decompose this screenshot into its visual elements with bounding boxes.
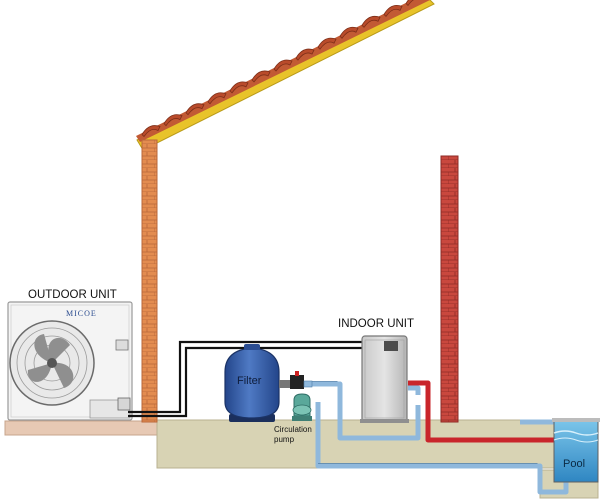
roof-tile — [383, 4, 403, 18]
indoor-display — [384, 341, 398, 351]
filter-label: Filter — [237, 375, 262, 387]
roof-tile — [361, 15, 381, 28]
roof-tile — [163, 114, 183, 127]
outdoor-unit-label: OUTDOOR UNIT — [28, 289, 117, 301]
roof-tile — [141, 125, 161, 138]
roof-tile — [295, 48, 315, 61]
hot-water-pipe — [408, 380, 560, 443]
roof-tile — [207, 92, 227, 105]
service-valve — [117, 397, 131, 411]
roof-tile — [229, 81, 249, 94]
indoor-unit — [360, 335, 409, 423]
circulation-pump-label-line2: pump — [274, 435, 295, 444]
pool: Pool — [552, 418, 600, 483]
pool-label: Pool — [563, 458, 585, 470]
outer-brick-wall — [141, 139, 158, 423]
chimney — [440, 155, 459, 423]
roof-tile — [273, 59, 293, 72]
brand-logo: MICOE — [66, 309, 97, 318]
roof-tile — [185, 103, 205, 116]
roof — [136, 0, 435, 151]
sand-filter: Filter — [224, 344, 280, 422]
fan-grille — [9, 320, 95, 406]
roof-tile — [405, 0, 423, 7]
roof-tile — [251, 70, 271, 83]
outdoor-unit: MICOE — [7, 301, 133, 421]
ground — [4, 419, 599, 499]
roof-tile — [317, 37, 337, 50]
refrigerant-lines — [128, 340, 368, 418]
circulation-pump — [279, 371, 313, 421]
control-panel — [115, 339, 129, 351]
circulation-pump-label-line1: Circulation — [274, 425, 312, 434]
roof-tiles — [141, 0, 423, 138]
indoor-unit-label: INDOOR UNIT — [338, 318, 414, 330]
roof-tile — [339, 26, 359, 39]
